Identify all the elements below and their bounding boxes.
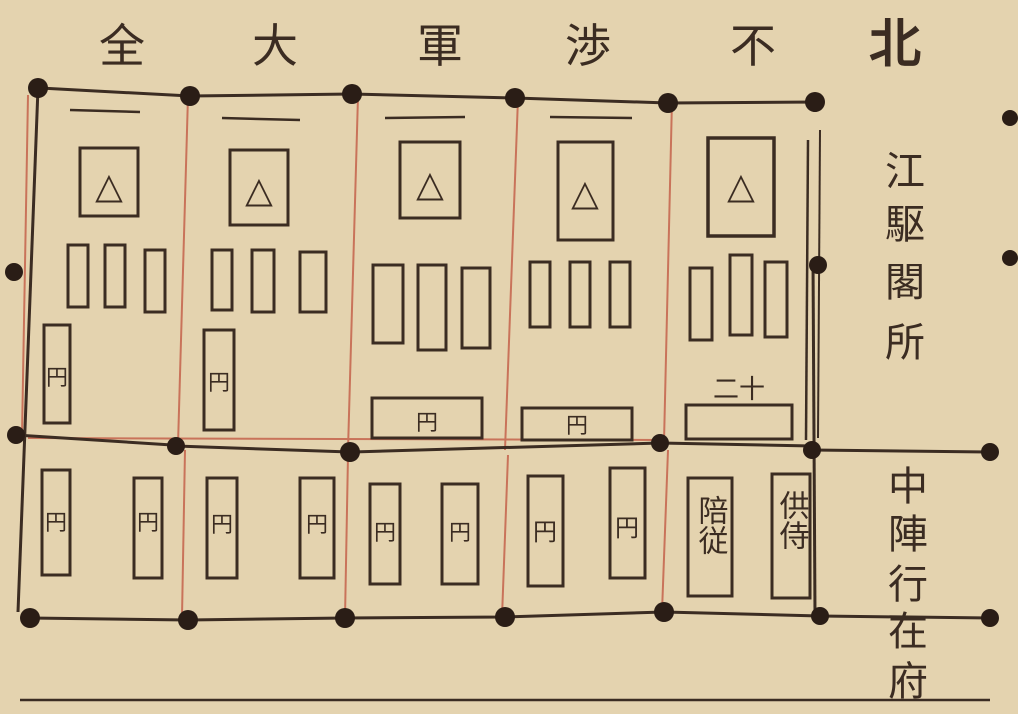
lower-seats [40,466,812,600]
triangle-icon: △ [95,166,123,207]
attendant-labels: 陪従 供侍 [693,490,810,555]
header-char-3: 軍 [417,19,463,73]
note-lower-4: 在 [888,609,928,655]
seat-label: 円 [449,521,471,546]
seat-label: 円 [615,514,639,542]
blank-seats [66,243,789,352]
note-upper-4: 所 [885,320,925,366]
seat-label: 円 [374,521,396,546]
triangle-seats [78,136,776,242]
header-char-5: 不 [730,19,776,73]
note-lower-1: 中 [888,464,928,510]
extra-mark: 二十 [713,375,765,405]
note-lower-2: 陣 [888,512,928,558]
lower-seat-labels: 円 円 円 円 円 円 円 円 [45,511,639,546]
note-lower-3: 行 [888,562,928,608]
triangle-icon: △ [416,164,444,205]
seat-label: 円 [306,513,328,538]
attendant-label-1: 陪従 [693,495,729,555]
triangle-icon: △ [245,170,273,211]
header-char-2: 大 [252,19,298,73]
seat-label: 円 [566,414,588,439]
seat-label: 円 [416,411,438,436]
note-lower-5: 府 [888,659,928,705]
upper-seats [42,323,794,442]
red-grid-lines [21,94,673,619]
seat-label: 円 [208,371,230,396]
header-text: 全 大 軍 渉 不 北 [99,14,921,75]
seat-label: 円 [45,511,67,536]
upper-seat-labels: 円 円 円 円 二十 [46,366,765,439]
section-top-lines [69,108,633,122]
seat-label: 円 [533,518,557,546]
header-char-4: 渉 [565,19,611,73]
triangle-icon: △ [727,166,755,207]
note-upper-3: 閣 [885,260,925,306]
triangle-marks: △ △ △ △ △ [95,164,755,214]
seat-label: 円 [211,513,233,538]
seat-label: 円 [137,511,159,536]
header-char-1: 全 [99,19,145,73]
note-upper-1: 江 [885,149,925,195]
seat-label: 円 [46,366,68,391]
note-upper-2: 駆 [885,202,925,248]
attendant-label-2: 供侍 [774,490,810,550]
triangle-icon: △ [571,173,599,214]
right-notes: 江 駆 閣 所 中 陣 行 在 府 [885,149,928,705]
marker-dots [5,78,1018,630]
header-char-6: 北 [869,14,921,75]
